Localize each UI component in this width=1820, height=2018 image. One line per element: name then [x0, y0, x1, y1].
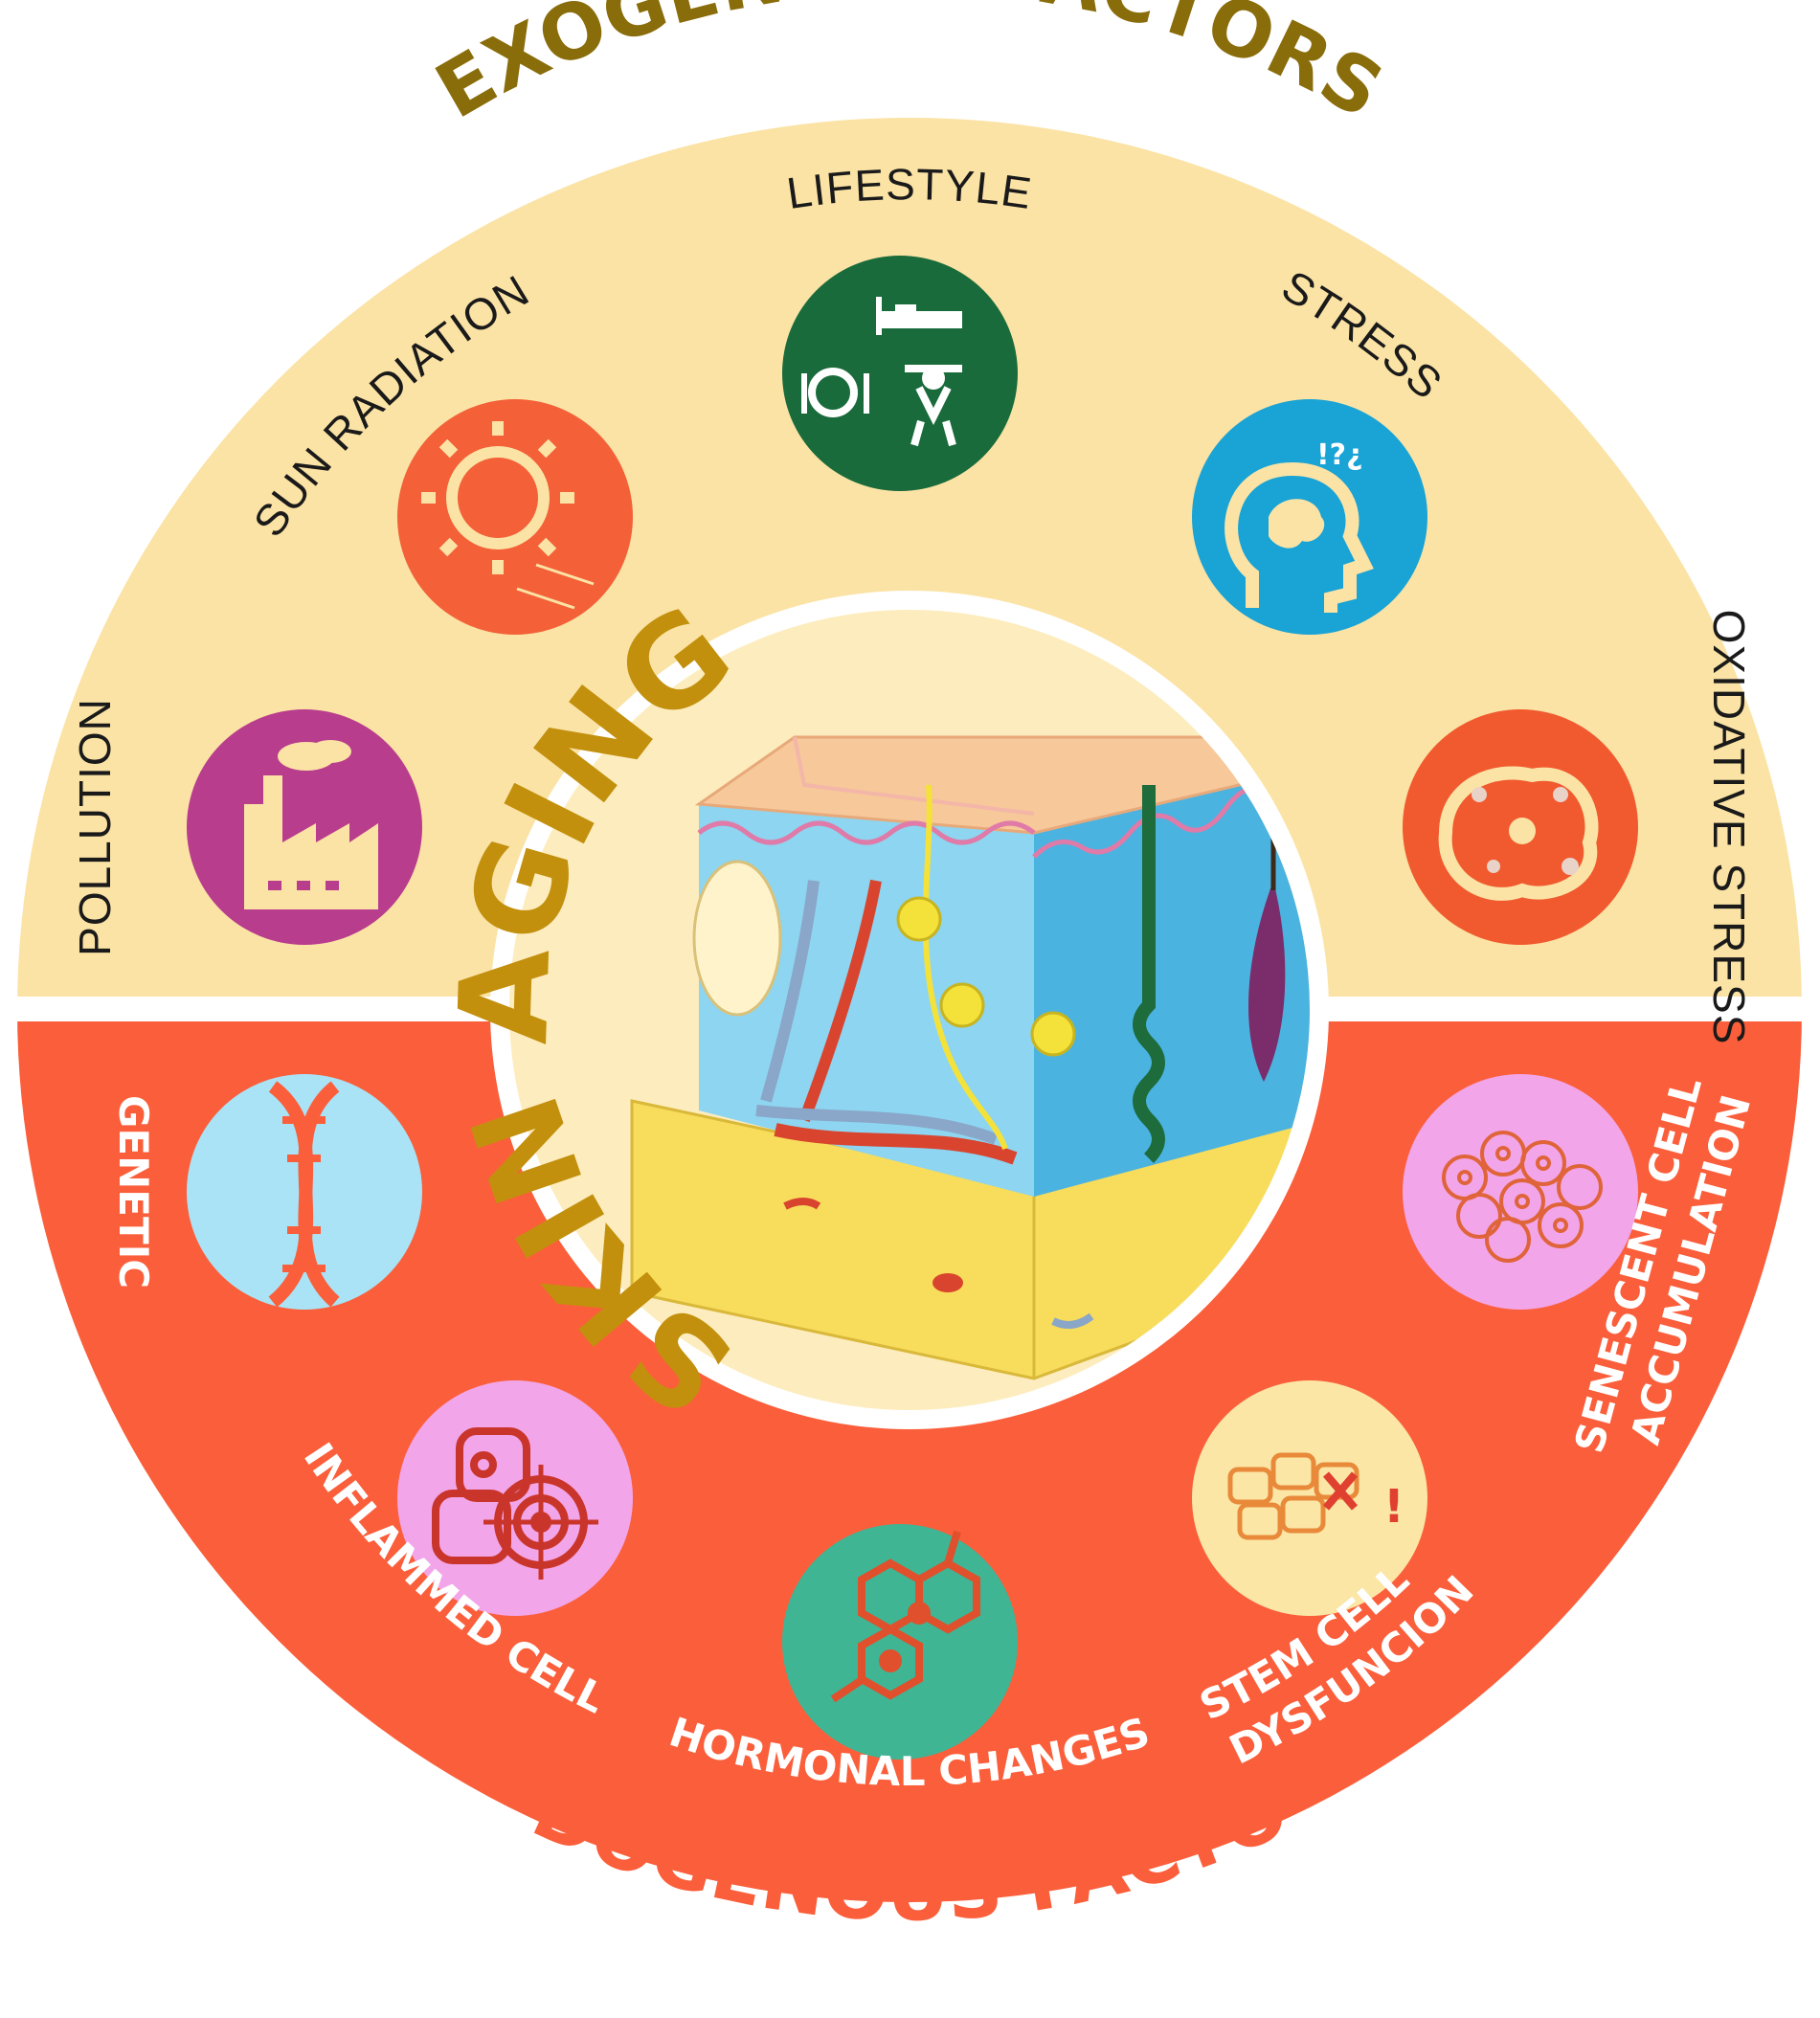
damaged-cells-icon: ! [1227, 1452, 1404, 1540]
brain-head-icon: !?¿ [1225, 438, 1374, 613]
exogenous-title: EXOGENOUS FACTORS [421, 0, 1398, 136]
senescent-cells-icon [1442, 1131, 1603, 1263]
factory-icon [244, 740, 378, 909]
factor-stress: !?¿ [1192, 399, 1427, 635]
factor-inflammed-cell [397, 1380, 633, 1616]
factor-lifestyle [782, 256, 1018, 491]
genetic-label: GENETIC [110, 1095, 157, 1289]
factor-senescent-cell-accumulation [1403, 1074, 1638, 1310]
target-cell-icon [432, 1427, 598, 1580]
factor-hormonal-changes [782, 1524, 1018, 1760]
skin-cross-section-icon [630, 735, 1310, 1380]
svg-text:!: ! [1383, 1480, 1404, 1534]
factor-sun-radiation [397, 399, 633, 635]
factor-genetic: GENETIC [110, 1074, 422, 1310]
hormone-molecule-icon [830, 1530, 980, 1703]
sun-radiation-circle [397, 399, 633, 635]
oxidized-cell-icon [1438, 766, 1599, 901]
hormonal-changes-circle [782, 1524, 1018, 1760]
sun-icon [421, 421, 595, 610]
factor-oxidative-stress [1403, 709, 1638, 945]
factor-stem-cell-dysfunction: ! [1192, 1380, 1427, 1616]
exogenous-band [17, 118, 1802, 1009]
oxidative-stress-label: OXIDATIVE STRESS [1704, 610, 1754, 1045]
pollution-label: POLLUTION [70, 698, 120, 956]
senescent-cell-circle [1403, 1074, 1638, 1310]
endogenous-band [17, 1009, 1802, 1902]
dna-icon [268, 1081, 340, 1308]
svg-text:!?¿: !?¿ [1316, 438, 1363, 472]
factor-pollution: POLLUTION [70, 698, 422, 956]
lifestyle-label: LIFESTYLE [784, 159, 1036, 218]
lifestyle-icon [801, 297, 962, 447]
